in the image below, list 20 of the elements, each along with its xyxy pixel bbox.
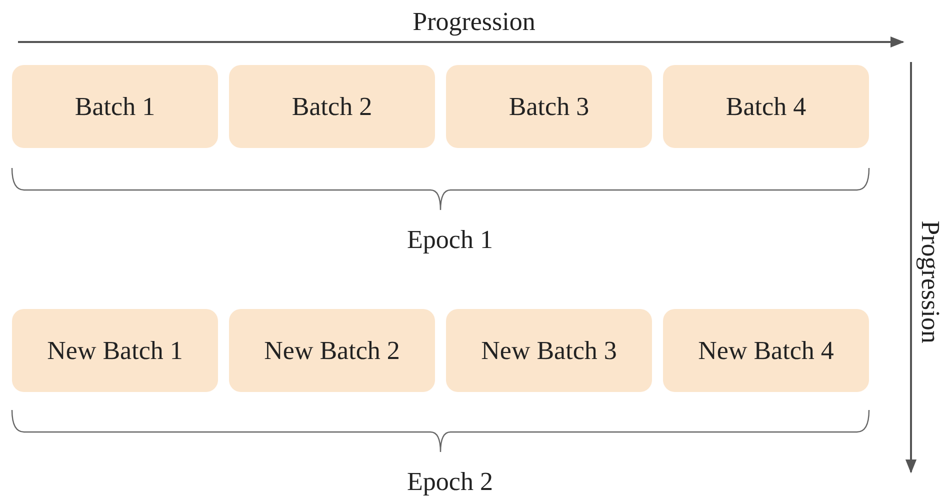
batch-label: New Batch 2 [264, 336, 400, 366]
batch-label: Batch 2 [292, 92, 372, 122]
batch-label: New Batch 4 [698, 336, 834, 366]
batch-box [12, 309, 218, 392]
batch-box [446, 65, 652, 148]
group-label: Epoch 2 [407, 467, 493, 497]
axis-label: Progression [412, 7, 536, 37]
batch-box [446, 309, 652, 392]
batch-label: Batch 4 [726, 92, 806, 122]
batch-label: Batch 1 [74, 92, 156, 122]
batch-box [229, 65, 435, 148]
axis-label: Progression [915, 220, 945, 344]
batch-label: New Batch 1 [47, 336, 183, 366]
batch-box [12, 65, 218, 148]
batch-box [663, 309, 869, 392]
group-label: Epoch 1 [407, 225, 493, 255]
batch-box [663, 65, 869, 148]
batch-box [229, 309, 435, 392]
batch-label: Batch 3 [508, 92, 590, 122]
batch-label: New Batch 3 [481, 336, 617, 366]
